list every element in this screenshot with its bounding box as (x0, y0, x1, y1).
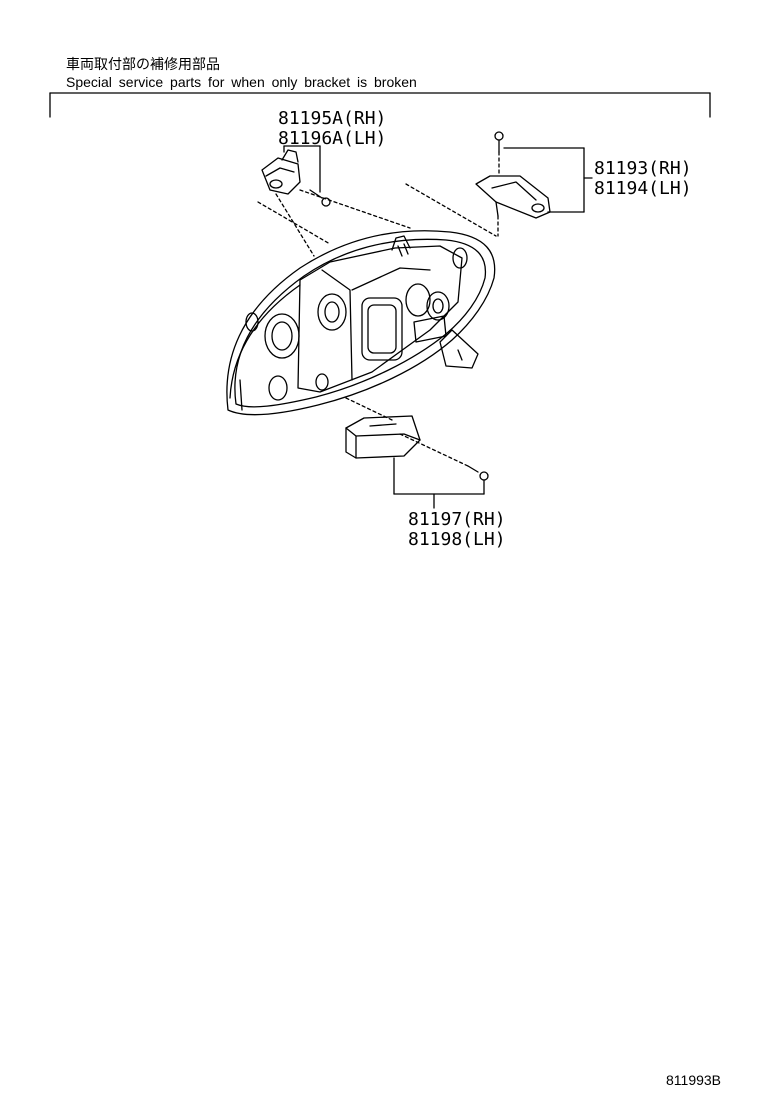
part-number-upper-left-rh: 81195A(RH) (278, 108, 387, 129)
english-note: Special service parts for when only brac… (66, 74, 417, 90)
part-number-upper-right-rh: 81193(RH) (594, 158, 692, 179)
bottom-screw (467, 465, 489, 481)
upper-right-bracket-part (475, 175, 551, 219)
illustration-code: 811993B (666, 1072, 722, 1088)
part-number-upper-left-lh: 81196A(LH) (278, 128, 387, 149)
upper-right-dashed (405, 151, 500, 237)
upper-right-leader (503, 147, 593, 213)
upper-left-bracket-part (261, 149, 301, 195)
japanese-note: 車両取付部の補修用部品 (66, 57, 220, 73)
upper-left-dashed (257, 189, 411, 257)
section-bracket (49, 92, 711, 118)
bottom-dashed (345, 397, 469, 467)
part-number-upper-right-lh: 81194(LH) (594, 178, 692, 199)
upper-left-leader (283, 145, 321, 193)
bottom-bracket-part (345, 415, 421, 459)
upper-right-screw (494, 131, 504, 153)
lamp-housing (226, 230, 496, 416)
bottom-leader (393, 457, 485, 509)
part-number-bottom-lh: 81198(LH) (408, 529, 506, 550)
part-number-bottom-rh: 81197(RH) (408, 509, 506, 530)
